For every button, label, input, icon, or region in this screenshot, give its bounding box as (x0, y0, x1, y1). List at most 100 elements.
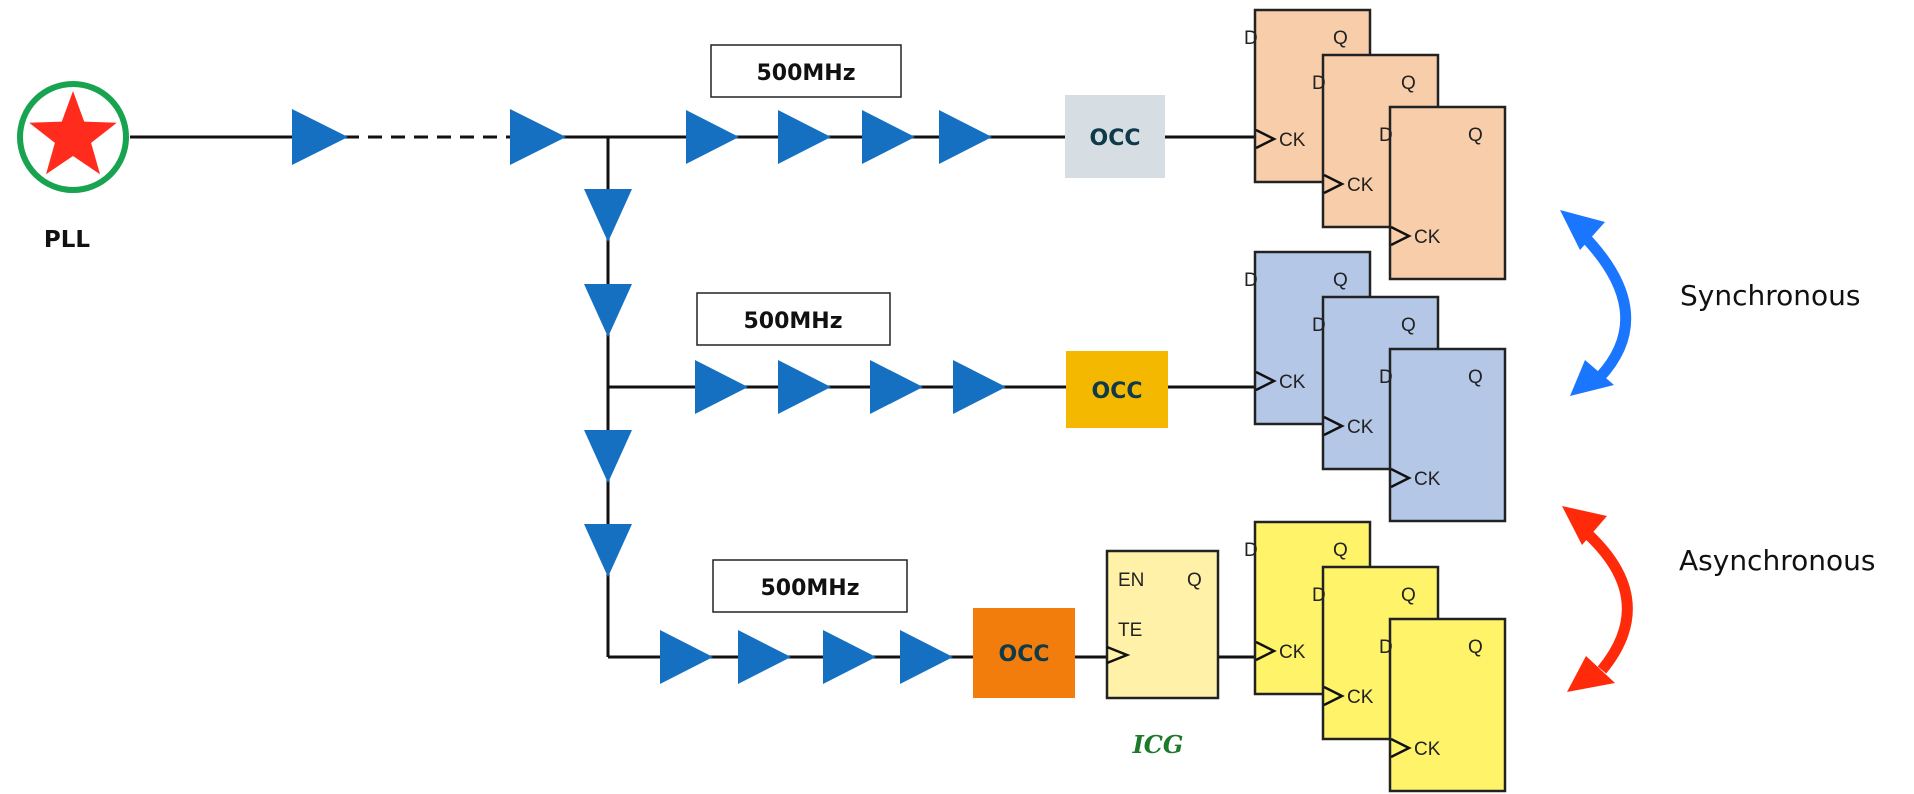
flop-ck-pin: CK (1347, 175, 1374, 196)
icg-te-pin: TE (1118, 620, 1142, 641)
buffer-icon (292, 109, 348, 165)
synchronous-label: Synchronous (1680, 279, 1860, 312)
flop-ck-pin: CK (1279, 642, 1306, 663)
buffer-icon (778, 360, 831, 414)
flop-q-pin: Q (1333, 270, 1348, 291)
flip-flop: D Q CK (1379, 105, 1507, 281)
occ-label: OCC (1090, 126, 1141, 151)
flop-d-pin: D (1379, 367, 1393, 388)
occ-block-1: OCC (1065, 95, 1165, 178)
icg-body (1105, 549, 1220, 700)
occ-block-3: OCC (973, 608, 1075, 698)
clock-pin-icon (1390, 225, 1412, 247)
clock-pin-icon (1255, 370, 1277, 392)
flop-d-pin: D (1312, 315, 1326, 336)
sync-arrow (1560, 210, 1632, 396)
flop-d-pin: D (1379, 637, 1393, 658)
buffer-icon (738, 630, 791, 684)
flip-flop: D Q CK (1379, 347, 1507, 523)
flop-d-pin: D (1312, 585, 1326, 606)
buffer-icon (510, 109, 566, 165)
clock-pin-icon (1323, 415, 1345, 437)
flop-ck-pin: CK (1414, 739, 1441, 760)
occ-fill (973, 608, 1075, 698)
arrow-head-icon (1570, 360, 1614, 396)
occ-fill (1066, 351, 1168, 428)
buffers (292, 109, 1006, 684)
occ-block-2: OCC (1066, 351, 1168, 428)
flop-ck-pin: CK (1347, 417, 1374, 438)
flop-q-pin: Q (1468, 637, 1483, 658)
flop-ck-pin: CK (1279, 130, 1306, 151)
flop-body (1388, 105, 1507, 281)
flop-d-pin: D (1379, 125, 1393, 146)
flop-body (1388, 347, 1507, 523)
flop-d-pin: D (1244, 540, 1258, 561)
occ-label: OCC (1092, 379, 1143, 404)
flop-d-pin: D (1244, 28, 1258, 49)
clock-pin-icon (1390, 737, 1412, 759)
arrow-head-icon (1560, 210, 1605, 250)
flop-q-pin: Q (1401, 585, 1416, 606)
flop-ck-pin: CK (1347, 687, 1374, 708)
freq-label: 500MHz (760, 576, 859, 601)
buffer-icon (939, 110, 992, 164)
buffer-icon (778, 110, 831, 164)
buffer-icon (823, 630, 876, 684)
icg-q-pin: Q (1187, 570, 1202, 591)
buffer-icon (584, 430, 632, 483)
flip-flop: D Q CK (1379, 617, 1507, 793)
arrow-head-icon (1567, 656, 1615, 692)
flop-q-pin: Q (1333, 540, 1348, 561)
freq-box-3: 500MHz (712, 559, 908, 613)
freq-label: 500MHz (756, 61, 855, 86)
flop-d-pin: D (1312, 73, 1326, 94)
icg-label: ICG (1132, 730, 1184, 759)
icg-cell: EN Q TE (1105, 549, 1220, 700)
flop-stack-3: D Q CK D Q CK D Q CK (1244, 520, 1507, 793)
occ-label: OCC (999, 642, 1050, 667)
arrow-head-icon (1562, 506, 1607, 545)
clock-pin-icon (1255, 128, 1277, 150)
buffer-icon (862, 110, 915, 164)
async-arrow (1562, 506, 1633, 692)
buffer-icon (660, 630, 713, 684)
buffer-icon (953, 360, 1006, 414)
buffer-icon (686, 110, 739, 164)
flop-q-pin: Q (1401, 315, 1416, 336)
clock-pin-icon (1323, 685, 1345, 707)
clock-pin-icon (1255, 640, 1277, 662)
pll-symbol (17, 81, 129, 193)
buffer-icon (584, 284, 632, 337)
buffer-icon (584, 189, 632, 242)
async-arrow-shaft (1576, 522, 1633, 674)
freq-box-1: 500MHz (710, 44, 902, 98)
flop-ck-pin: CK (1414, 227, 1441, 248)
freq-box-2: 500MHz (696, 292, 891, 346)
icg-en-pin: EN (1118, 570, 1144, 591)
buffer-icon (900, 630, 953, 684)
flop-q-pin: Q (1333, 28, 1348, 49)
buffer-icon (584, 524, 632, 577)
flop-d-pin: D (1244, 270, 1258, 291)
flop-stack-1: D Q CK D Q CK D Q CK (1244, 8, 1507, 281)
buffer-icon (695, 360, 748, 414)
clock-pin-icon (1390, 467, 1412, 489)
pll-label: PLL (44, 227, 91, 253)
clock-pin-icon (1323, 173, 1345, 195)
asynchronous-label: Asynchronous (1679, 544, 1875, 577)
flop-ck-pin: CK (1414, 469, 1441, 490)
flop-q-pin: Q (1468, 367, 1483, 388)
flop-body (1388, 617, 1507, 793)
clock-pin-icon (1106, 645, 1131, 665)
star-icon (29, 91, 117, 175)
flop-q-pin: Q (1401, 73, 1416, 94)
freq-label: 500MHz (743, 309, 842, 334)
flop-q-pin: Q (1468, 125, 1483, 146)
buffer-icon (870, 360, 923, 414)
occ-fill (1065, 95, 1165, 178)
sync-arrow-shaft (1576, 228, 1632, 381)
